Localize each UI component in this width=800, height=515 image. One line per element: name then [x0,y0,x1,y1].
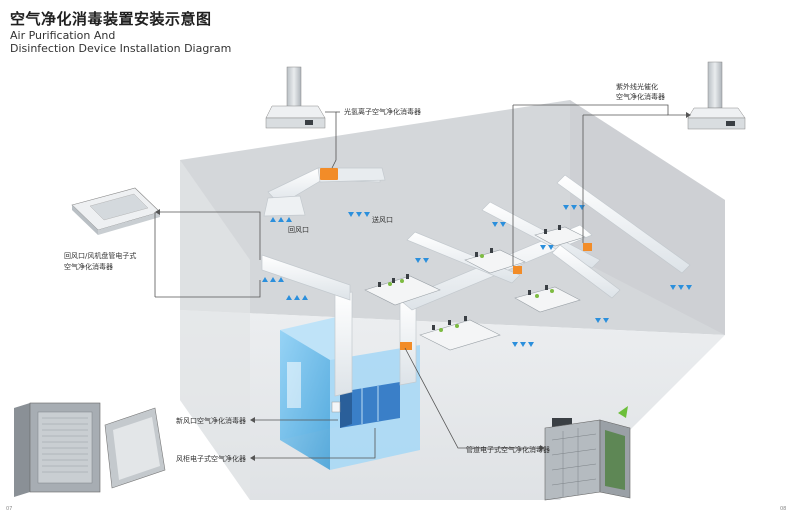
leader-cabinet [255,428,376,459]
fresh-air-panels [14,402,166,497]
label-cabinet-electronic: 风柜电子式空气净化器 [176,454,246,463]
label-return-air: 回风口 [288,226,309,234]
label-uv-photocatalytic-2: 空气净化消毒器 [616,92,665,101]
leader-arrowheads [155,112,691,461]
left-wall-edge [180,160,250,500]
orange-module-duct-1 [513,266,522,274]
title-english-line1: Air Purification And [10,29,116,42]
duct-riser-left [334,291,353,397]
leader-uv-photocatalytic [513,104,686,116]
orange-module-ceiling [320,168,338,180]
leader-lines [154,104,686,459]
title-block: 空气净化消毒装置安装示意图 Air Purification And Disin… [10,8,231,55]
duct-electronic-purifier [544,406,631,501]
title-english-line2: Disinfection Device Installation Diagram [10,42,232,55]
airflow-arrow [563,205,585,210]
duct-cross-3 [556,174,691,274]
label-duct-electronic: 管道电子式空气净化消毒器 [466,445,550,454]
return-air-hood [263,195,306,217]
label-fan-coil-2: 空气净化消毒器 [64,262,113,271]
desk-cluster [534,226,586,247]
airflow-arrow [286,295,308,300]
airflow-arrows [262,205,692,347]
label-fan-coil-1: 回风口/风机盘管电子式 [64,251,136,260]
desk-cluster [419,319,501,351]
photo-hydrogen-purifier [265,66,326,129]
leader-duct-electronic [404,347,540,449]
airflow-arrow [670,285,692,290]
duct-left-branch [261,254,351,301]
airflow-arrow [415,258,429,263]
label-fresh-air: 新风口空气净化消毒器 [176,416,246,425]
room-shell [180,100,725,500]
desk-cluster [464,249,526,274]
room-door [287,362,301,408]
desk-cluster [514,286,581,313]
airflow-arrow [512,342,534,347]
airflow-arrow [595,318,609,323]
green-chairs [388,254,554,332]
right-wall [570,100,725,335]
label-uv-photocatalytic-1: 紫外线光催化 [616,82,658,91]
title-chinese: 空气净化消毒装置安装示意图 [10,10,212,28]
page-number-left: 07 [6,506,12,512]
airflow-arrow [540,245,554,250]
page-number-right: 08 [780,506,786,512]
airflow-arrow [492,222,506,227]
air-handling-unit [340,382,400,428]
office-monitors [378,225,561,330]
duct-riser-right [399,296,417,386]
leaf-icon [618,406,628,418]
airflow-arrow [262,277,284,282]
orange-modules [320,168,592,350]
office-desks [364,226,586,351]
uv-photocatalytic-purifier [687,61,746,130]
label-supply-air: 送风口 [372,215,393,224]
leader-photo-hydrogen [325,111,337,169]
airflow-arrow [348,212,370,217]
air-handling-room [280,315,420,470]
orange-module-duct-2 [583,243,592,251]
orange-module-riser [400,342,412,350]
label-photo-hydrogen: 光氢离子空气净化消毒器 [344,107,421,116]
duct-right-branch [551,244,621,299]
airflow-arrow [270,217,292,222]
leader-fan-coil [160,211,261,260]
fan-coil-cassette [71,187,161,235]
